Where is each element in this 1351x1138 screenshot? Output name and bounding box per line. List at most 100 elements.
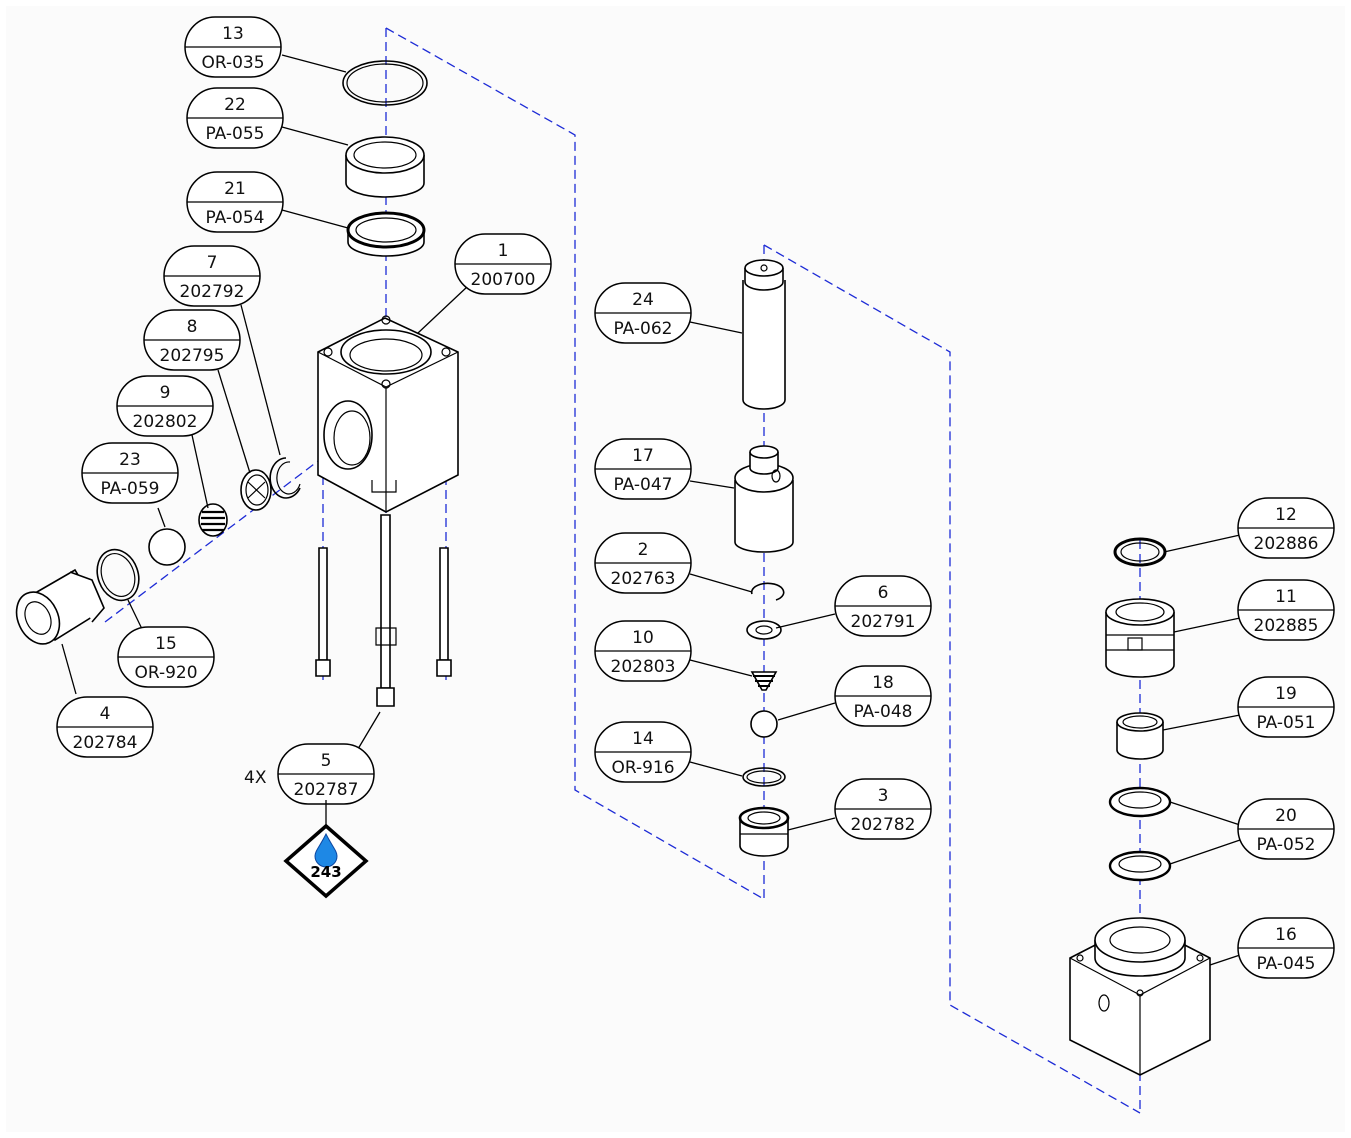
balloon-item-9: 9 202802 xyxy=(116,375,214,437)
spring-10 xyxy=(750,671,778,691)
o-ring-13 xyxy=(342,60,428,106)
retainer-8 xyxy=(240,469,272,511)
valve-body-17 xyxy=(734,445,794,553)
balloon-item-number: 9 xyxy=(160,383,171,403)
spring-9 xyxy=(198,503,228,537)
retainer-6 xyxy=(746,620,782,640)
balloon-part-number: 202795 xyxy=(160,346,225,366)
balloon-part-number: 202792 xyxy=(180,282,245,302)
balloon-item-number: 15 xyxy=(155,634,177,654)
o-ring-14 xyxy=(742,767,786,787)
adhesive-symbol: 243 xyxy=(283,823,369,899)
fitting-4 xyxy=(15,568,105,645)
balloon-part-number: PA-062 xyxy=(613,319,672,339)
balloon-part-number: PA-047 xyxy=(613,475,672,495)
balloon-part-number: 200700 xyxy=(471,270,536,290)
adhesive-code: 243 xyxy=(310,863,341,881)
packing-20-upper xyxy=(1108,786,1172,818)
balloon-item-number: 17 xyxy=(632,446,654,466)
balloon-item-number: 16 xyxy=(1275,925,1297,945)
balloon-part-number: 202802 xyxy=(133,412,198,432)
balloon-part-number: PA-045 xyxy=(1256,954,1315,974)
balloon-part-number: PA-055 xyxy=(205,124,264,144)
balloon-part-number: OR-035 xyxy=(201,53,264,73)
balloon-part-number: 202784 xyxy=(73,733,138,753)
cap-screws-5 xyxy=(315,514,452,707)
balloon-item-1: 1 200700 xyxy=(454,233,552,295)
snap-ring-2 xyxy=(750,582,785,601)
balloon-part-number: 202782 xyxy=(851,815,916,835)
drop-icon xyxy=(314,832,338,868)
snap-ring-7 xyxy=(269,457,301,499)
balloon-item-5: 5 202787 xyxy=(277,743,375,805)
balloon-part-number: PA-051 xyxy=(1256,713,1315,733)
balloon-item-11: 11 202885 xyxy=(1237,579,1335,641)
balloon-item-4: 4 202784 xyxy=(56,696,154,758)
balloon-part-number: OR-916 xyxy=(611,758,674,778)
block-16 xyxy=(1069,917,1211,1076)
manifold-block-1 xyxy=(317,315,459,513)
balloon-item-number: 5 xyxy=(321,751,332,771)
balloon-item-number: 6 xyxy=(878,583,889,603)
packing-21 xyxy=(346,211,426,257)
leader-lines xyxy=(61,54,1241,966)
housing-11 xyxy=(1105,598,1175,678)
balloon-item-number: 20 xyxy=(1275,806,1297,826)
balloon-item-number: 23 xyxy=(119,450,141,470)
balloon-item-number: 14 xyxy=(632,729,654,749)
balloon-part-number: 202885 xyxy=(1254,616,1319,636)
balloon-item-number: 2 xyxy=(638,540,649,560)
balloon-item-number: 8 xyxy=(187,317,198,337)
balloon-item-number: 21 xyxy=(224,179,246,199)
balloon-part-number: 202791 xyxy=(851,612,916,632)
ring-12 xyxy=(1113,537,1167,567)
packing-19 xyxy=(1116,712,1164,760)
balloon-item-number: 3 xyxy=(878,786,889,806)
balloon-part-number: PA-048 xyxy=(853,702,912,722)
balloon-item-number: 7 xyxy=(207,253,218,273)
balloon-part-number: 202886 xyxy=(1254,534,1319,554)
balloon-item-number: 12 xyxy=(1275,505,1297,525)
seat-3 xyxy=(738,806,790,857)
ball-18 xyxy=(750,710,778,738)
balloon-item-number: 10 xyxy=(632,628,654,648)
balloon-part-number: PA-052 xyxy=(1256,835,1315,855)
packing-22 xyxy=(345,136,425,198)
balloon-item-number: 13 xyxy=(222,24,244,44)
balloon-part-number: 202787 xyxy=(294,780,359,800)
balloon-item-12: 12 202886 xyxy=(1237,497,1335,559)
balloon-item-3: 3 202782 xyxy=(834,778,932,840)
balloon-item-number: 11 xyxy=(1275,587,1297,607)
balloon-item-number: 19 xyxy=(1275,684,1297,704)
balloon-item-number: 22 xyxy=(224,95,246,115)
balloon-part-number: PA-054 xyxy=(205,208,264,228)
quantity-note: 4X xyxy=(244,768,267,788)
balloon-part-number: 202803 xyxy=(611,657,676,677)
balloon-item-6: 6 202791 xyxy=(834,575,932,637)
balloon-item-8: 8 202795 xyxy=(143,309,241,371)
balloon-item-number: 24 xyxy=(632,290,654,310)
plunger-24 xyxy=(742,259,786,410)
balloon-item-number: 4 xyxy=(100,704,111,724)
o-ring-15 xyxy=(96,548,140,602)
balloon-item-number: 18 xyxy=(872,673,894,693)
balloon-item-number: 1 xyxy=(498,241,509,261)
packing-20-lower xyxy=(1108,850,1172,882)
ball-23 xyxy=(148,528,186,566)
balloon-part-number: OR-920 xyxy=(134,663,197,683)
